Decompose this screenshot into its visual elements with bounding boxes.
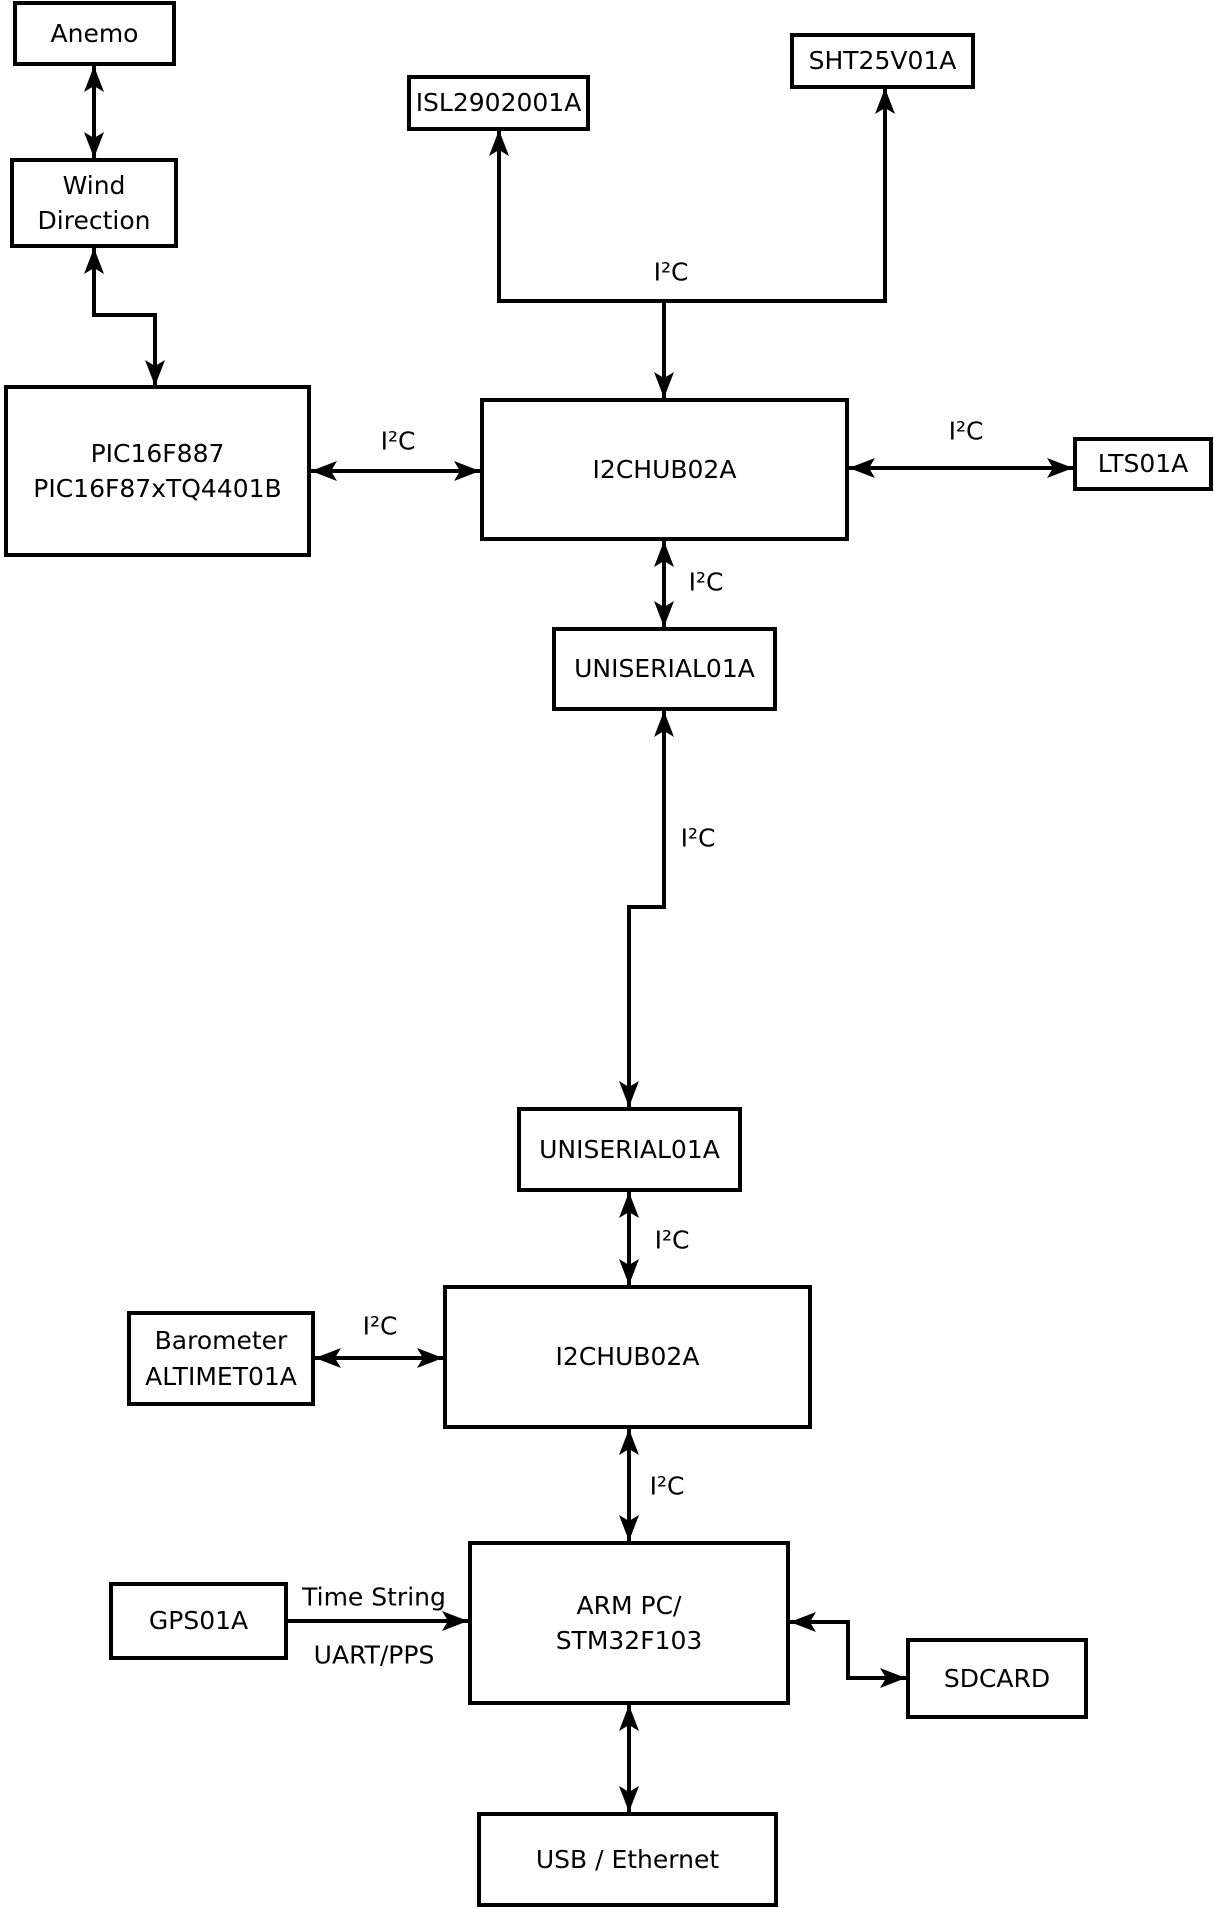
node-usb-ethernet-label: USB / Ethernet (535, 1844, 720, 1874)
node-uniserial01a-bottom-label: UNISERIAL01A (539, 1134, 720, 1164)
node-i2chub02a-bottom-label: I2CHUB02A (555, 1342, 700, 1372)
connector-winddirection-pic (84, 246, 165, 388)
edge-label-hub-uniserial-i2c: I²C (688, 567, 724, 597)
node-barometer-altimet01a: Barometer ALTIMET01A (127, 1311, 315, 1406)
node-i2chub02a-top: I2CHUB02A (480, 398, 849, 541)
edge-label-gps-arm-time-string: Time String (302, 1582, 446, 1612)
node-pic16f887: PIC16F887 PIC16F87xTQ4401B (4, 385, 311, 557)
node-arm-pc-label-line2: STM32F103 (555, 1626, 703, 1655)
node-sdcard-label: SDCARD (943, 1663, 1051, 1693)
node-barometer-label-line2: ALTIMET01A (145, 1361, 297, 1391)
node-uniserial01a-bottom: UNISERIAL01A (517, 1107, 742, 1192)
edge-label-hub-lts-i2c: I²C (948, 416, 984, 446)
node-lts01a-label: LTS01A (1097, 449, 1189, 479)
node-pic16f887-label-line2: PIC16F87xTQ4401B (33, 474, 282, 503)
node-sht25v01a-label: SHT25V01A (808, 46, 957, 76)
node-anemo: Anemo (13, 1, 176, 66)
node-isl2902001a: ISL2902001A (407, 75, 590, 131)
edge-label-barometer-hub2-i2c: I²C (362, 1311, 398, 1341)
node-gps01a: GPS01A (109, 1582, 288, 1660)
node-i2chub02a-bottom: I2CHUB02A (443, 1285, 812, 1429)
edge-label-uniserial-link-i2c: I²C (680, 823, 716, 853)
node-isl2902001a-label: ISL2902001A (415, 88, 582, 118)
node-arm-pc-stm32f103: ARM PC/ STM32F103 (468, 1541, 790, 1705)
node-wind-direction-label-line2: Direction (37, 206, 151, 235)
node-uniserial01a-top: UNISERIAL01A (552, 627, 777, 711)
connector-uniserial1-uniserial2 (619, 709, 674, 1109)
node-barometer-label-line1: Barometer (154, 1326, 288, 1355)
node-sht25v01a: SHT25V01A (790, 33, 975, 89)
edge-label-pic-hub-i2c: I²C (380, 426, 416, 456)
edge-label-gps-arm-uart-pps: UART/PPS (313, 1640, 435, 1670)
edge-label-sensor-bus-i2c: I²C (653, 257, 689, 287)
node-lts01a: LTS01A (1073, 437, 1213, 491)
edge-label-hub2-arm-i2c: I²C (649, 1471, 685, 1501)
connector-arm-sdcard (788, 1612, 908, 1688)
node-wind-direction-label-line1: Wind (62, 170, 126, 200)
edge-label-uniserial-hub2-i2c: I²C (654, 1225, 690, 1255)
node-sdcard: SDCARD (906, 1638, 1088, 1719)
node-usb-ethernet: USB / Ethernet (477, 1812, 778, 1907)
node-arm-pc-label-line1: ARM PC/ (576, 1590, 682, 1620)
node-i2chub02a-top-label: I2CHUB02A (592, 454, 737, 484)
node-gps01a-label: GPS01A (148, 1606, 249, 1636)
node-wind-direction: Wind Direction (10, 158, 178, 248)
node-pic16f887-label-line1: PIC16F887 (90, 438, 225, 468)
node-uniserial01a-top-label: UNISERIAL01A (574, 654, 755, 684)
node-anemo-label: Anemo (50, 18, 139, 48)
